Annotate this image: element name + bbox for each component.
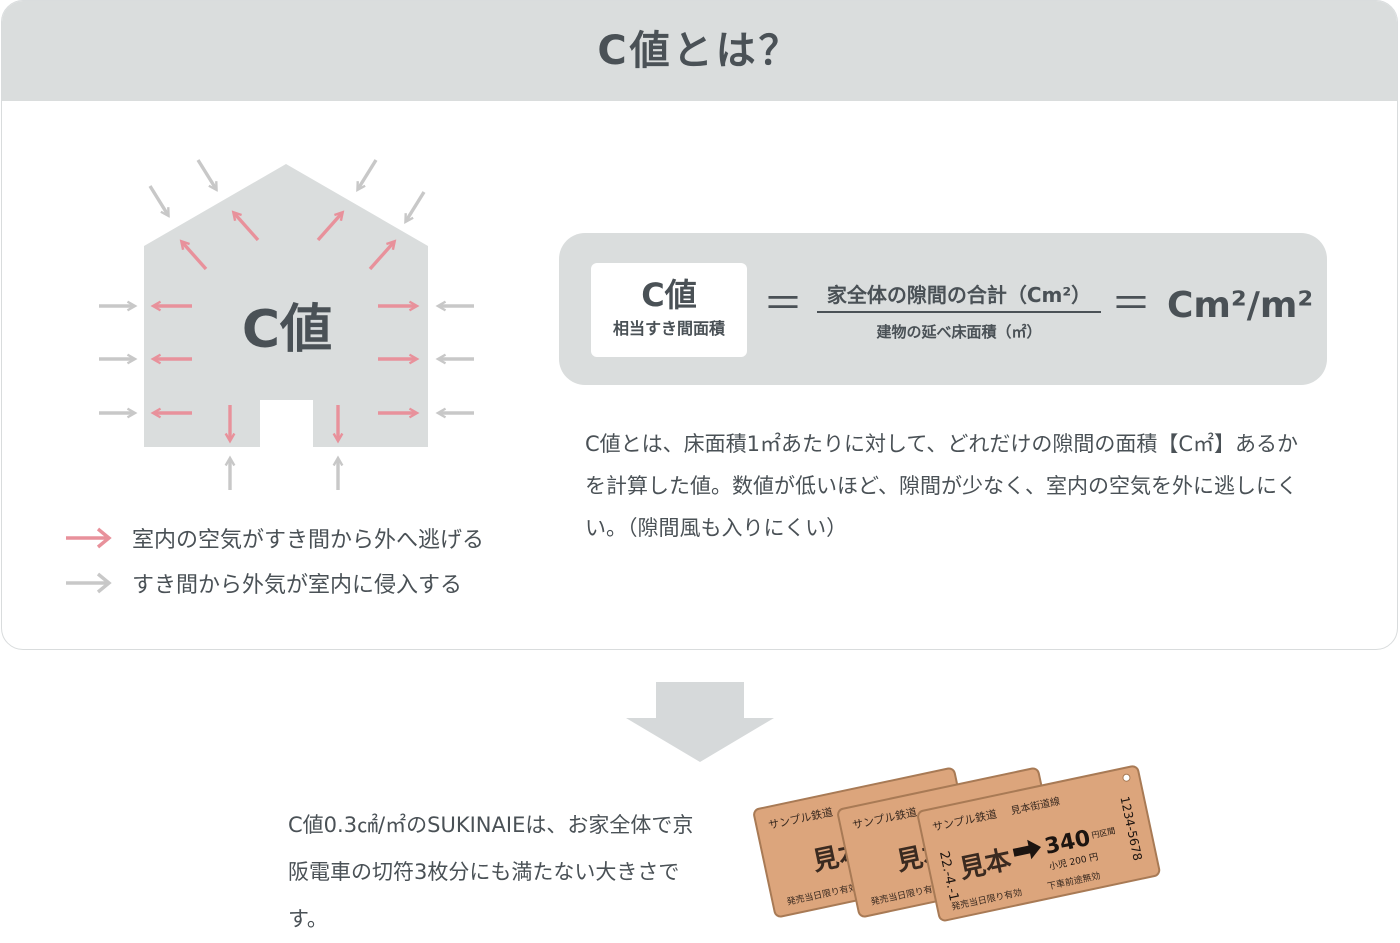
inner-arrow	[368, 242, 394, 271]
c-value-subtitle: 相当すき間面積	[612, 319, 725, 338]
outer-arrow	[148, 185, 168, 215]
card-header: C値とは？	[2, 1, 1397, 101]
inner-arrow	[316, 213, 342, 242]
pink-arrow-icon	[66, 527, 112, 549]
page-title: C値とは？	[597, 28, 802, 74]
formula-unit: Cm²/m²	[1167, 285, 1314, 326]
house-shape	[144, 164, 428, 447]
c-value-card: C値とは？	[1, 0, 1398, 650]
legend-item-escape: 室内の空気がすき間から外へ逃げる	[64, 521, 484, 555]
ticket-arrow-icon	[1012, 839, 1041, 860]
bottom-description: C値0.3㎠/㎡のSUKINAIEは、お家全体で京阪電車の切符3枚分にも満たない…	[288, 813, 694, 931]
inner-arrow	[182, 242, 208, 271]
outer-arrow	[406, 191, 426, 221]
outer-arrow	[196, 159, 216, 189]
legend-item-intrusion: すき間から外気が室内に侵入する	[64, 566, 462, 600]
formula-numerator: 家全体の隙間の合計（Cm²）	[826, 283, 1092, 307]
inner-arrow	[234, 213, 260, 242]
train-tickets-illustration: サンプル鉄道 見本 発売当日限り有効 サンプル鉄道 見本 発売当日限り有効 サン…	[753, 765, 1161, 922]
fraction-bar	[817, 311, 1101, 313]
ticket-front: サンプル鉄道 見本街道線 見本 340 円区間 小児 200 円 発売当日限り有…	[917, 765, 1161, 922]
description-text: C値とは、床面積1㎡あたりに対して、どれだけの隙間の面積【C㎡】あるかを計算した…	[585, 432, 1299, 540]
legend-text: すき間から外気が室内に侵入する	[132, 573, 463, 598]
c-value-box: C値 相当すき間面積	[591, 263, 747, 357]
down-arrow-icon	[626, 682, 774, 762]
outer-arrow	[358, 159, 378, 189]
formula-denominator: 建物の延べ床面積（㎡）	[876, 323, 1042, 341]
house-diagram	[99, 159, 474, 490]
equals-sign: ＝	[763, 281, 803, 327]
legend-text: 室内の空気がすき間から外へ逃げる	[132, 528, 485, 553]
gray-arrow-icon	[66, 572, 112, 594]
formula-box: C値 相当すき間面積 ＝ 家全体の隙間の合計（Cm²） 建物の延べ床面積（㎡） …	[559, 233, 1327, 385]
c-value-title: C値	[641, 276, 697, 314]
house-label: C値	[241, 300, 333, 360]
equals-sign: ＝	[1111, 281, 1151, 327]
